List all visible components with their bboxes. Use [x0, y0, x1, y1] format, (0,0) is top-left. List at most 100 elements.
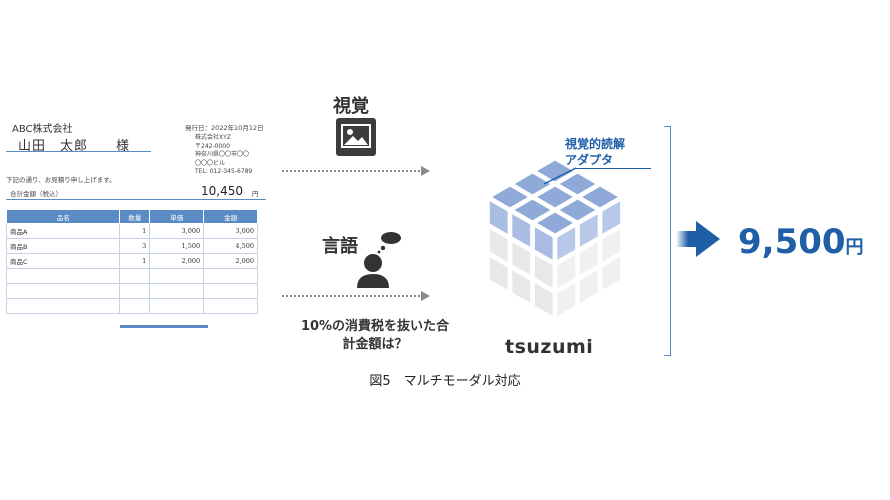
- table-footer-bar: [120, 325, 208, 328]
- table-row: [5, 298, 258, 314]
- table-cell: 3,000: [149, 223, 205, 239]
- cube-right-face: [577, 266, 600, 307]
- cube-top-face: [533, 158, 577, 184]
- table-cell: [203, 268, 258, 284]
- cube-right-face: [600, 225, 623, 266]
- cube-right-face: [577, 210, 600, 251]
- issuer-line: TEL: 012-345-6789: [195, 168, 253, 175]
- total-value: 10,450: [201, 184, 243, 198]
- column-header: 単価: [149, 209, 205, 224]
- output-bracket: [664, 126, 671, 356]
- issuer-line: 株式会社XYZ: [195, 134, 231, 141]
- cube-right-face: [600, 197, 623, 238]
- cube-top-face: [533, 210, 577, 236]
- table-cell: 1,500: [149, 238, 205, 254]
- table-cell: [5, 298, 121, 314]
- cube-right-face: [555, 279, 578, 320]
- cube-right-face: [577, 238, 600, 279]
- adapter-label: 視覚的読解 アダプタ: [565, 136, 625, 168]
- total-unit: 円: [252, 190, 259, 198]
- cube-left-face: [510, 210, 533, 251]
- table-cell: [203, 298, 258, 314]
- tsuzumi-cube: [487, 158, 623, 320]
- table-header-row: 品名 数量 単価 金額: [5, 209, 258, 224]
- figure-caption: 図5 マルチモーダル対応: [369, 374, 521, 389]
- cube-left-face: [532, 223, 555, 264]
- adapter-label-line: 視覚的読解: [565, 137, 626, 151]
- cube-top-face: [533, 184, 577, 210]
- issuer-line: 神奈川県〇〇市〇〇: [195, 151, 250, 158]
- cube-left-face: [487, 253, 510, 294]
- table-cell: 商品B: [5, 238, 121, 254]
- cube-top-face: [555, 197, 600, 223]
- column-header: 金額: [203, 209, 258, 224]
- table-row: 商品A 1 3,000 3,000: [5, 223, 258, 239]
- table-cell: [203, 283, 258, 299]
- table-cell: 商品C: [5, 253, 121, 269]
- table-cell: [119, 283, 151, 299]
- language-label: 言語: [322, 236, 358, 257]
- cube-left-face: [532, 251, 555, 292]
- cube-top-face: [488, 184, 532, 210]
- cube-top-face: [510, 197, 555, 223]
- vision-arrow: [282, 166, 430, 176]
- cube-left-face: [487, 197, 510, 238]
- cube-right-face: [600, 253, 623, 294]
- question-text: 10%の消費税を抜いた合 計金額は？: [275, 318, 475, 354]
- language-arrow: [282, 291, 430, 301]
- model-name: tsuzumi: [505, 336, 594, 358]
- issuer-line: 〒242-0000: [195, 142, 230, 150]
- cube-left-face: [510, 238, 533, 279]
- total-label: 合計金額（税込）: [10, 190, 62, 198]
- issuer-block: 株式会社XYZ 〒242-0000 神奈川県〇〇市〇〇 〇〇〇ビル TEL: 0…: [195, 134, 252, 177]
- recipient-honorific: 様: [116, 139, 131, 154]
- issue-date: 発行日：2022年10月12日: [185, 124, 264, 132]
- result-number: 9,500: [738, 222, 846, 262]
- invoice-company: ABC株式会社: [12, 124, 73, 135]
- recipient-underline: [6, 151, 151, 152]
- recipient-name: 山田 太郎: [18, 139, 89, 154]
- column-header: 品名: [5, 209, 121, 224]
- table-cell: 1: [119, 253, 151, 269]
- column-header: 数量: [119, 209, 151, 224]
- question-line: 10%の消費税を抜いた合: [300, 319, 450, 334]
- cube-left-face: [510, 266, 533, 307]
- result-arrow-icon: [676, 221, 720, 257]
- table-cell: 4,500: [203, 238, 258, 254]
- total-underline: [6, 199, 266, 200]
- table-cell: 2,000: [203, 253, 258, 269]
- cube-top-face: [555, 171, 600, 197]
- adapter-label-line: アダプタ: [565, 153, 614, 167]
- invoice-greeting: 下記の通り、お見積り申し上げます。: [6, 176, 116, 184]
- cube-top-face: [510, 171, 555, 197]
- table-cell: [5, 268, 121, 284]
- table-cell: [5, 283, 121, 299]
- table-cell: [149, 298, 205, 314]
- cube-left-face: [487, 225, 510, 266]
- items-table: 品名 数量 単価 金額 商品A 1 3,000 3,000 商品B 3 1,50…: [5, 209, 258, 314]
- adapter-underline: [575, 168, 651, 169]
- cube-top-face: [578, 184, 622, 210]
- vision-label: 視覚: [333, 96, 369, 117]
- cube-right-face: [555, 251, 578, 292]
- table-cell: [149, 268, 205, 284]
- table-cell: 3,000: [203, 223, 258, 239]
- table-cell: 商品A: [5, 223, 121, 239]
- table-cell: 1: [119, 223, 151, 239]
- adapter-pointer: [543, 167, 577, 185]
- issuer-line: 〇〇〇ビル: [195, 159, 226, 167]
- question-line: 計金額は？: [342, 337, 408, 352]
- table-row: [5, 283, 258, 299]
- result-value: 9,500円: [738, 222, 864, 262]
- table-cell: [119, 298, 151, 314]
- table-row: 商品C 1 2,000 2,000: [5, 253, 258, 269]
- table-cell: [149, 283, 205, 299]
- table-cell: 3: [119, 238, 151, 254]
- result-unit: 円: [845, 237, 864, 258]
- invoice-recipient: 山田 太郎 様: [18, 135, 130, 154]
- table-cell: [119, 268, 151, 284]
- cube-right-face: [555, 223, 578, 264]
- invoice-document: ABC株式会社 山田 太郎 様 発行日：2022年10月12日 株式会社XYZ 〒…: [0, 110, 268, 335]
- thinking-person-icon: [355, 230, 405, 290]
- table-cell: 2,000: [149, 253, 205, 269]
